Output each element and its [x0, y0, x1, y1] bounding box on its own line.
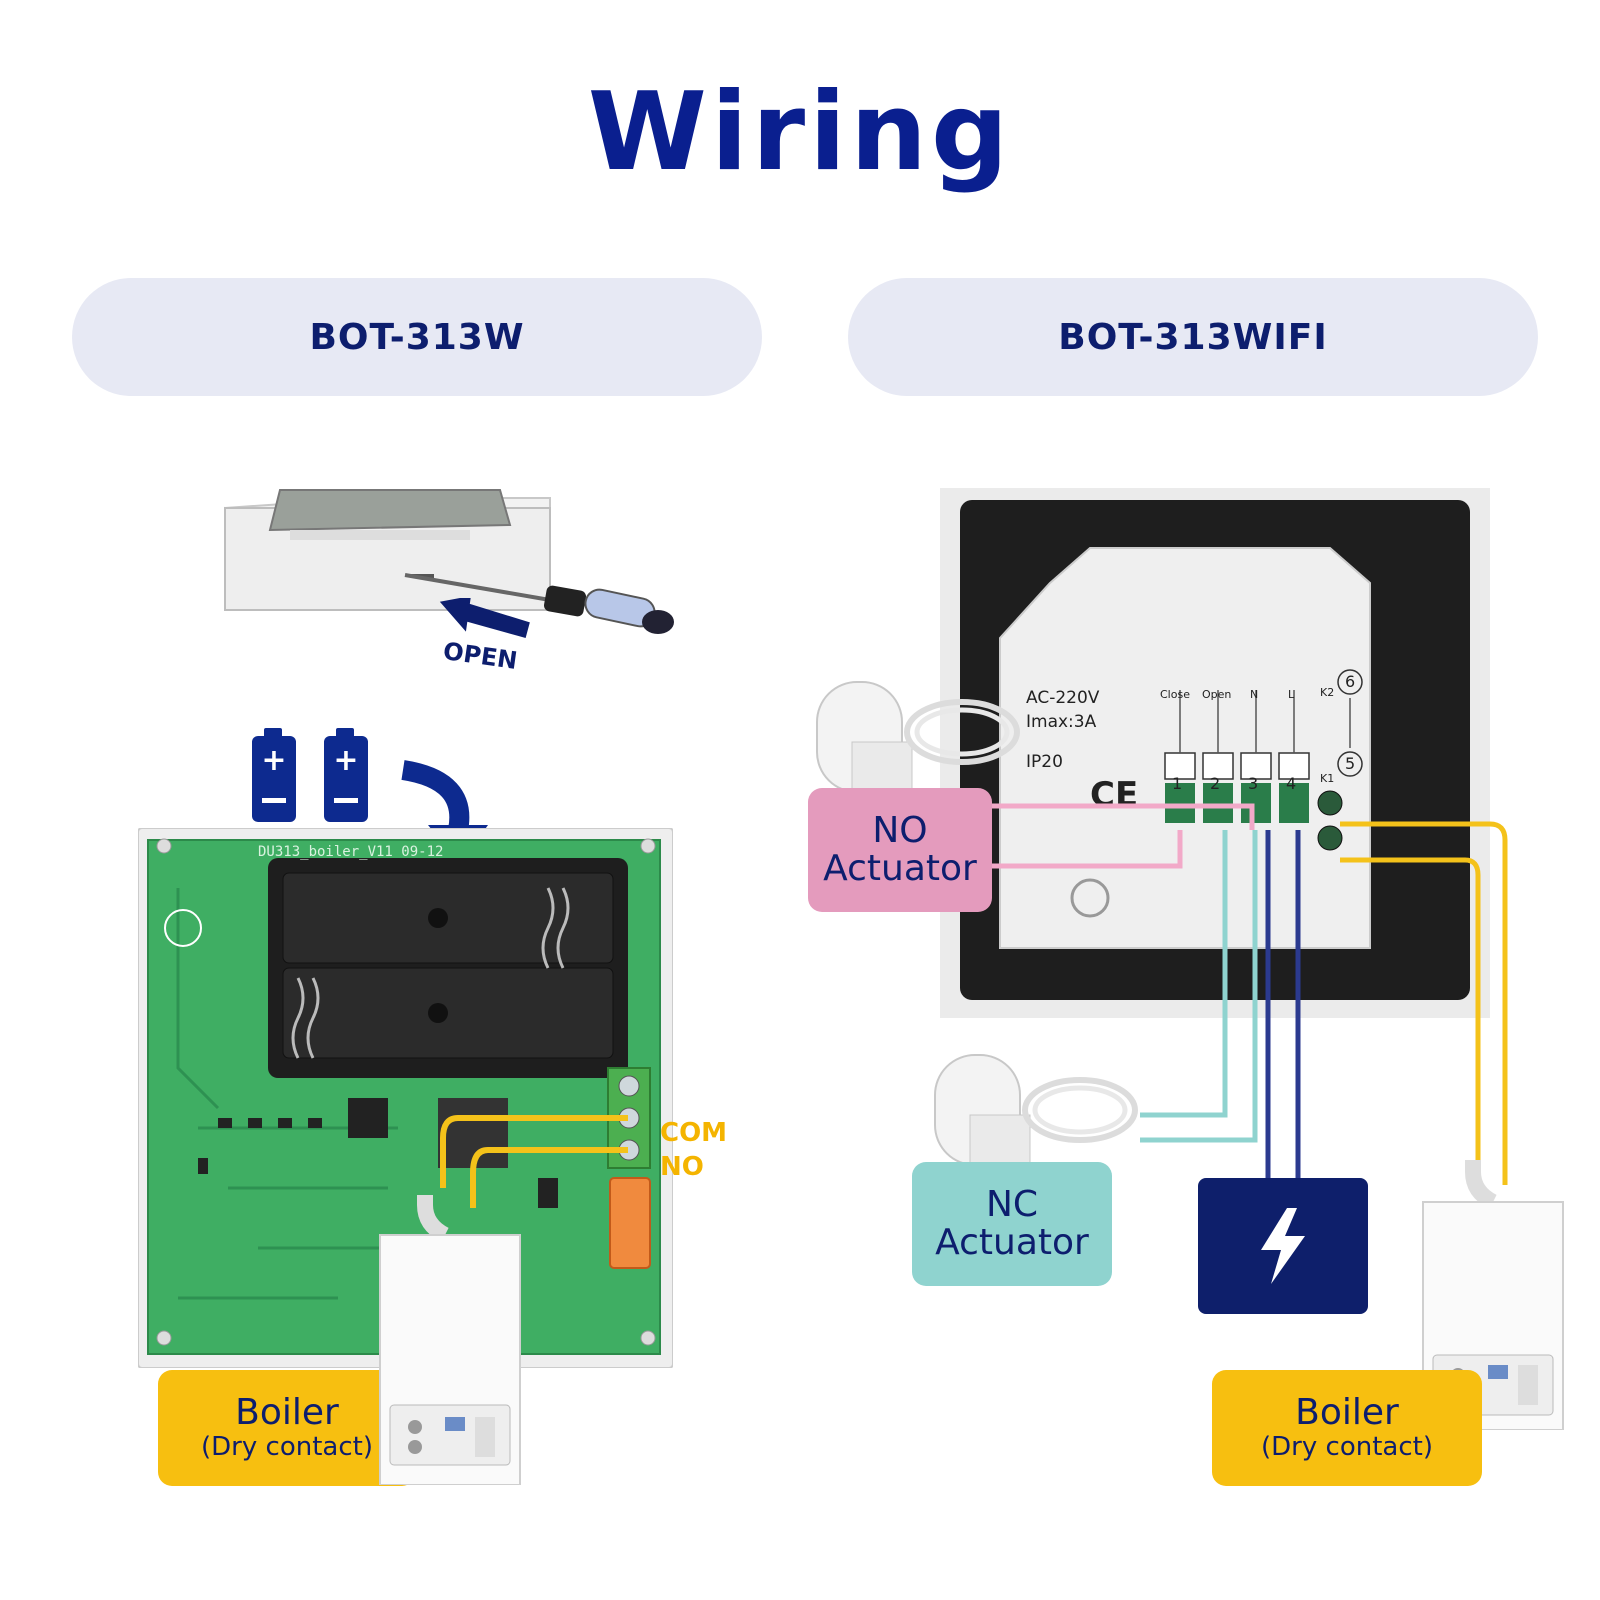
terminal-2-name: Open [1202, 688, 1232, 701]
thermostat-back-plate [940, 488, 1490, 1018]
svg-text:+: + [333, 743, 358, 778]
no-actuator-line2: Actuator [823, 848, 977, 889]
model-pill-left: BOT-313W [72, 278, 762, 396]
spec-current: Imax:3A [1026, 712, 1097, 732]
actuator-icon [816, 681, 1020, 793]
spec-ip: IP20 [1026, 752, 1063, 772]
pcb-board [138, 828, 673, 1368]
terminal-1-num: 1 [1172, 774, 1183, 793]
nc-actuator-label: NC Actuator [912, 1162, 1112, 1286]
terminal-2-num: 2 [1210, 774, 1221, 793]
terminal-4-num: 4 [1286, 774, 1297, 793]
k2-num: 6 [1345, 672, 1356, 691]
terminal-1-name: Close [1160, 688, 1190, 701]
k1-num: 5 [1345, 754, 1356, 773]
battery-icon: + + [252, 728, 368, 822]
boiler-sub-left: (Dry contact) [201, 1432, 373, 1462]
screwdriver-icon [404, 573, 674, 634]
actuator-icon-nc [934, 1054, 1138, 1166]
nc-actuator-line1: NC [985, 1184, 1039, 1225]
boiler-title-left: Boiler [235, 1392, 339, 1433]
model-pill-right: BOT-313WIFI [848, 278, 1538, 396]
thermostat-open-illustration [224, 489, 551, 612]
boiler-icon [379, 1195, 521, 1485]
board-text: DU313_boiler_V11 09-12 [258, 844, 444, 860]
boiler-sub-right: (Dry contact) [1261, 1432, 1433, 1462]
k1-label: K1 [1320, 772, 1335, 785]
lightning-icon [1261, 1208, 1305, 1284]
nc-actuator-line2: Actuator [935, 1222, 1089, 1263]
arrow-icon [439, 598, 530, 638]
page-title: Wiring [587, 70, 1013, 195]
boiler-title-right: Boiler [1295, 1392, 1399, 1433]
spec-voltage: AC-220V [1026, 688, 1100, 708]
no-actuator-line1: NO [872, 810, 928, 851]
no-actuator-label: NO Actuator [808, 788, 992, 912]
svg-text:+: + [261, 743, 286, 778]
terminal-4-name: L [1288, 688, 1295, 701]
terminal-com-label: COM [660, 1118, 728, 1148]
k2-label: K2 [1320, 686, 1335, 699]
terminal-no-label: NO [660, 1152, 704, 1182]
terminal-3-name: N [1250, 688, 1259, 701]
boiler-label-left: Boiler (Dry contact) [158, 1370, 416, 1486]
power-supply-box [1198, 1178, 1368, 1314]
terminal-3-num: 3 [1248, 774, 1259, 793]
boiler-label-right: Boiler (Dry contact) [1212, 1370, 1482, 1486]
